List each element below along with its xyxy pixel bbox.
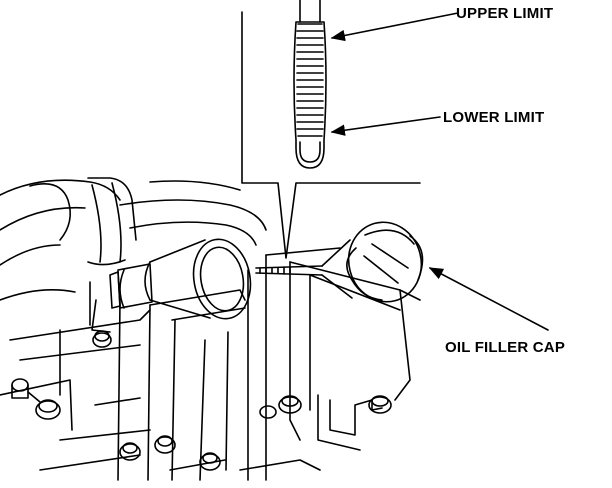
upper-limit-label: UPPER LIMIT <box>456 5 554 22</box>
upper-limit-arrow <box>330 13 458 42</box>
oil-filler-cap-arrow <box>428 268 548 330</box>
inset-callout-frame <box>242 12 420 258</box>
oil-filler-cap <box>340 214 430 310</box>
lower-limit-label: LOWER LIMIT <box>443 109 545 126</box>
bolts <box>12 379 391 470</box>
dipstick-inserted <box>256 240 352 298</box>
engine-body <box>0 178 420 480</box>
oil-filler-cap-label: OIL FILLER CAP <box>445 339 566 356</box>
leader-arrows <box>330 13 548 330</box>
dipstick-enlarged <box>294 0 326 168</box>
lower-limit-arrow <box>330 117 440 136</box>
oil-filler-neck <box>92 235 257 347</box>
